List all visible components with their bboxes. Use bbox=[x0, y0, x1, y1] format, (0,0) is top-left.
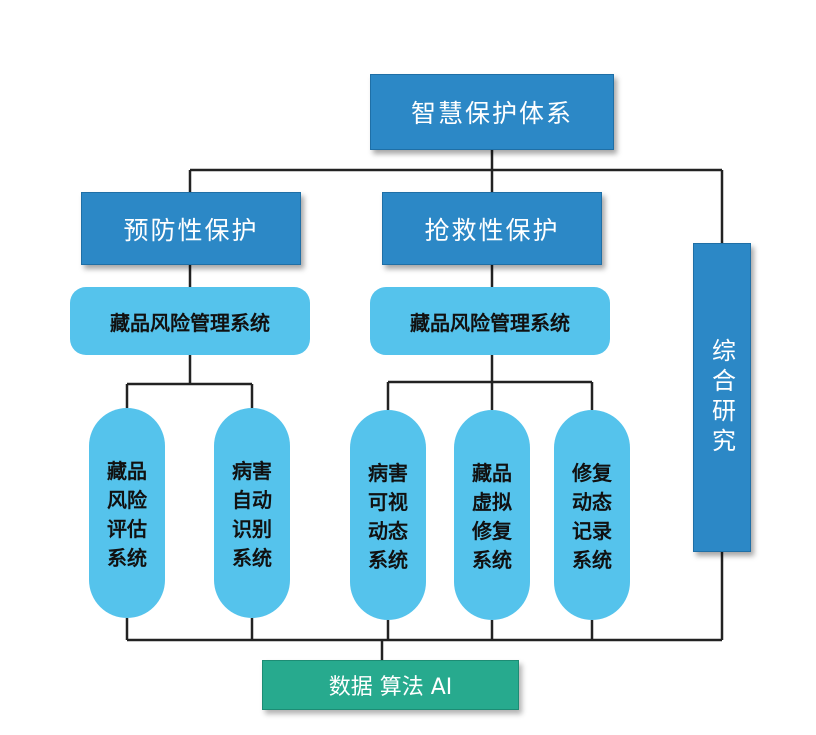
pill-node-visual-dynamics: 病害可视动态系统 bbox=[350, 410, 426, 620]
pill-node-label: 藏品虚拟修复系统 bbox=[472, 459, 512, 575]
branch-node-preventive: 预防性保护 bbox=[81, 192, 301, 265]
pill-node-label: 藏品风险评估系统 bbox=[107, 457, 147, 573]
pill-label-line: 记录 bbox=[572, 519, 612, 543]
pill-node-virtual-restoration: 藏品虚拟修复系统 bbox=[454, 410, 530, 620]
side-node-research: 综合研究 bbox=[693, 243, 751, 552]
pill-label-line: 自动 bbox=[232, 488, 272, 512]
bottom-node-data-ai: 数据 算法 AI bbox=[262, 660, 519, 710]
pill-node-auto-recognition: 病害自动识别系统 bbox=[214, 408, 290, 618]
pill-label-line: 虚拟 bbox=[472, 490, 512, 514]
pill-node-label: 修复动态记录系统 bbox=[572, 459, 612, 575]
pill-label-line: 修复 bbox=[472, 519, 512, 543]
branch-node-label: 抢救性保护 bbox=[424, 215, 560, 245]
pill-label-line: 系统 bbox=[368, 548, 408, 572]
pill-label-line: 动态 bbox=[572, 490, 612, 514]
pill-label-line: 藏品 bbox=[107, 459, 147, 483]
pill-label-line: 评估 bbox=[107, 517, 147, 541]
pill-label-line: 系统 bbox=[107, 546, 147, 570]
pill-node-risk-assessment: 藏品风险评估系统 bbox=[89, 408, 165, 618]
pill-label-line: 系统 bbox=[232, 546, 272, 570]
system-node-left: 藏品风险管理系统 bbox=[70, 287, 310, 355]
system-node-label: 藏品风险管理系统 bbox=[110, 310, 270, 335]
system-node-right: 藏品风险管理系统 bbox=[370, 287, 610, 355]
pill-label-line: 识别 bbox=[232, 517, 272, 541]
branch-node-rescue: 抢救性保护 bbox=[382, 192, 602, 265]
system-node-label: 藏品风险管理系统 bbox=[410, 310, 570, 335]
pill-label-line: 系统 bbox=[472, 548, 512, 572]
pill-label-line: 修复 bbox=[572, 461, 612, 485]
pill-label-line: 病害 bbox=[368, 461, 408, 485]
top-node: 智慧保护体系 bbox=[370, 74, 614, 150]
pill-label-line: 可视 bbox=[368, 490, 408, 514]
pill-node-restoration-records: 修复动态记录系统 bbox=[554, 410, 630, 620]
pill-label-line: 系统 bbox=[572, 548, 612, 572]
pill-node-label: 病害自动识别系统 bbox=[232, 457, 272, 573]
pill-label-line: 病害 bbox=[232, 459, 272, 483]
branch-node-label: 预防性保护 bbox=[123, 215, 259, 245]
top-node-label: 智慧保护体系 bbox=[410, 99, 573, 128]
side-node-label: 综合研究 bbox=[707, 337, 736, 458]
pill-node-label: 病害可视动态系统 bbox=[368, 459, 408, 575]
pill-label-line: 风险 bbox=[107, 488, 147, 512]
pill-label-line: 藏品 bbox=[472, 461, 512, 485]
bottom-node-label: 数据 算法 AI bbox=[328, 675, 453, 700]
pill-label-line: 动态 bbox=[368, 519, 408, 543]
